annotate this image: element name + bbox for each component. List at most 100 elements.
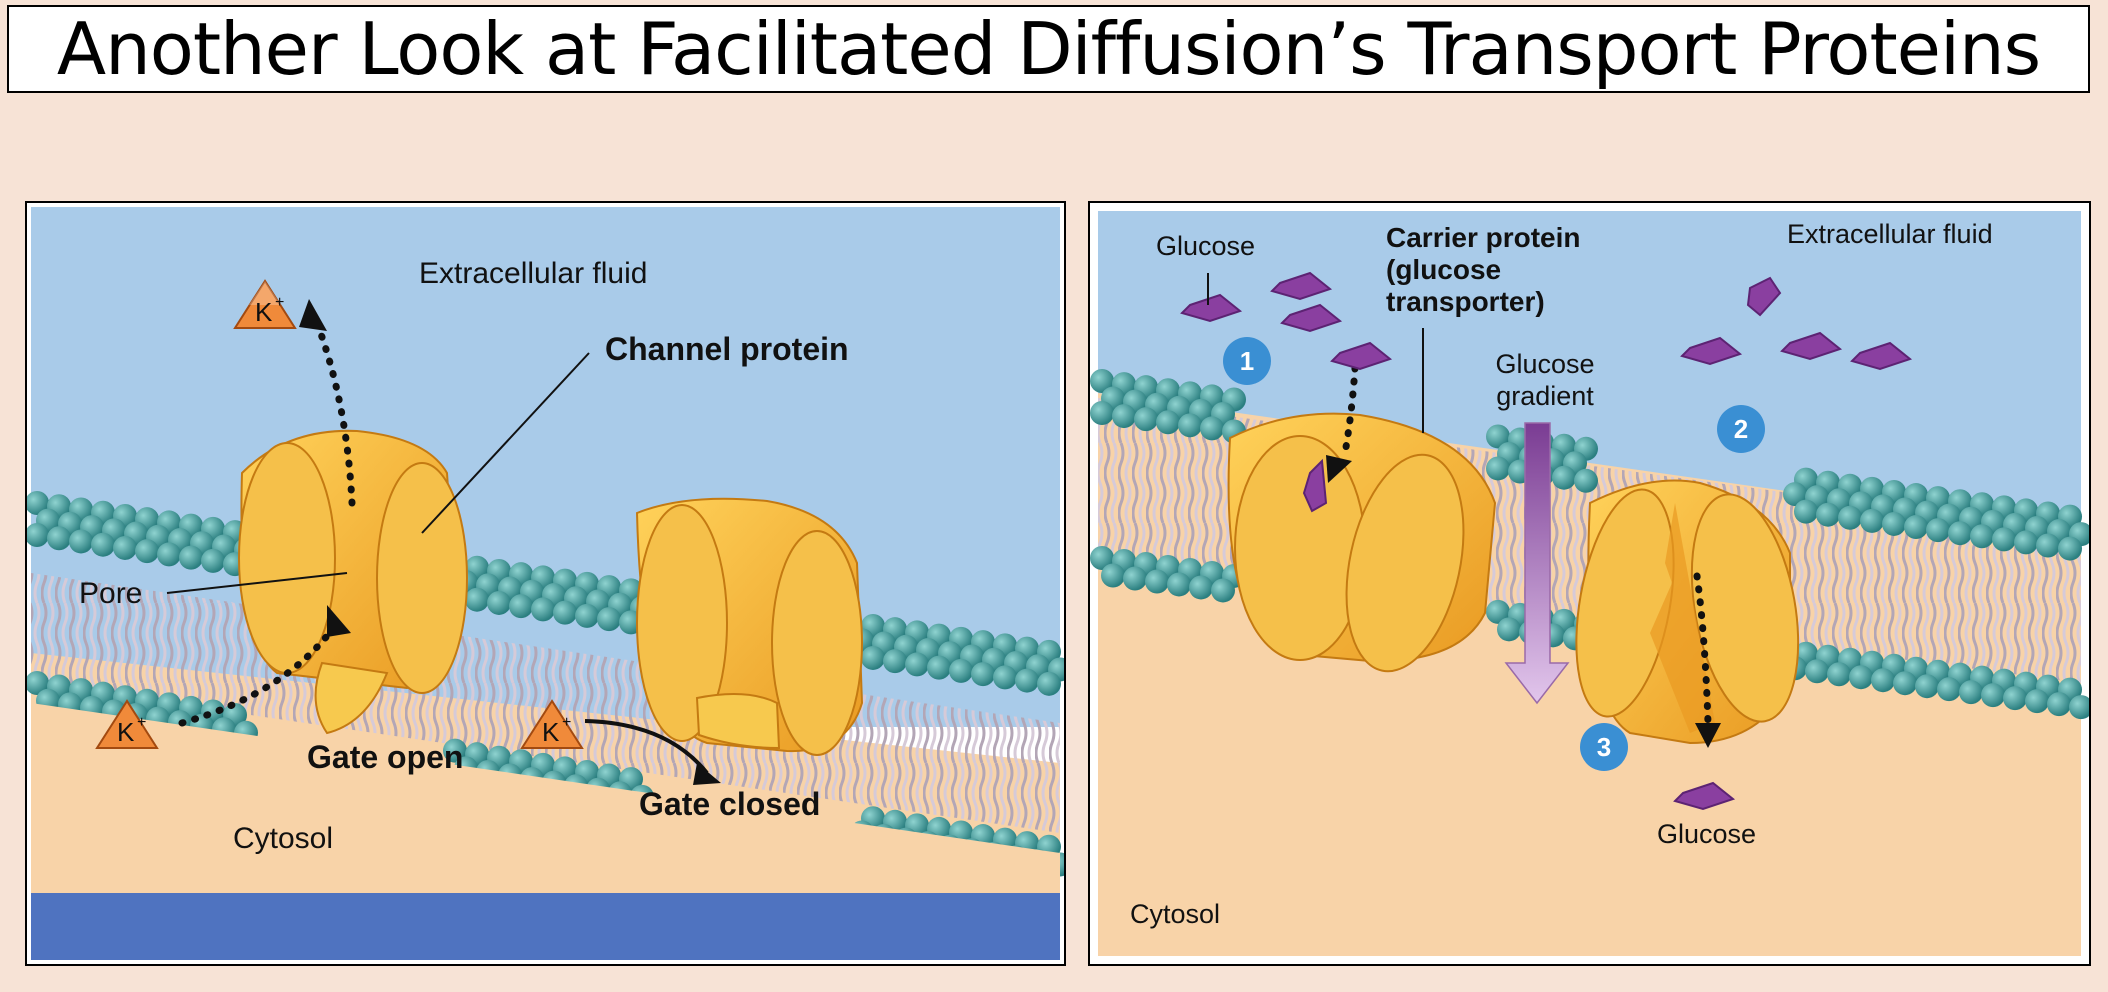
phospholipid-head xyxy=(201,548,225,573)
bottom-bar xyxy=(31,893,1060,960)
phospholipid-head xyxy=(1486,456,1510,481)
phospholipid-head xyxy=(1211,578,1235,603)
phospholipid-head xyxy=(1037,671,1061,696)
glucose-molecule xyxy=(1850,341,1913,371)
phospholipid-head xyxy=(1915,674,1939,699)
phospholipid-head xyxy=(993,665,1017,690)
phospholipid-head xyxy=(1959,680,1983,705)
phospholipid-head xyxy=(575,603,599,628)
glucose-molecule xyxy=(1270,271,1333,301)
channel-protein-open xyxy=(238,429,468,735)
gate-closed-label: Gate closed xyxy=(639,786,820,822)
phospholipid-head xyxy=(1486,424,1510,449)
carrier-protein-label-line3: transporter) xyxy=(1386,286,1545,317)
ion-path-in xyxy=(178,619,341,727)
phospholipid-head xyxy=(1178,413,1202,438)
phospholipid-head xyxy=(1189,575,1213,600)
phospholipid-head xyxy=(1904,515,1928,540)
phospholipid-head xyxy=(91,532,115,557)
glucose-molecule xyxy=(1180,293,1243,323)
pore-label: Pore xyxy=(79,577,142,610)
membrane-bottom-heads xyxy=(1090,546,2093,720)
phospholipid-head xyxy=(531,597,555,622)
phospholipid-head xyxy=(883,649,907,674)
phospholipid-head xyxy=(443,738,467,763)
phospholipid-head xyxy=(1486,599,1510,624)
phospholipid-head xyxy=(1871,668,1895,693)
phospholipid-head xyxy=(1948,521,1972,546)
k-ion-gate-closed: K + xyxy=(520,699,584,749)
phospholipid-head xyxy=(1552,465,1576,490)
phospholipid-head xyxy=(1574,468,1598,493)
svg-text:1: 1 xyxy=(1240,346,1254,376)
cytosol-label: Cytosol xyxy=(1130,899,1220,929)
phospholipid-head xyxy=(1112,404,1136,429)
phospholipid-head xyxy=(69,529,93,554)
phospholipid-head xyxy=(2069,695,2093,720)
phospholipid-head xyxy=(25,523,49,547)
phospholipid-head xyxy=(861,645,885,670)
glucose-molecule xyxy=(1780,331,1843,361)
svg-text:+: + xyxy=(137,714,146,731)
glucose-gradient-label-line1: Glucose xyxy=(1495,349,1594,379)
carrier-protein-label-line2: (glucose xyxy=(1386,254,1501,285)
carrier-protein-panel: 1 2 3 Glucose Carrier protein (glucose t… xyxy=(1088,201,2093,966)
slide-title: Another Look at Facilitated Diffusion’s … xyxy=(56,7,2041,91)
phospholipid-head xyxy=(1937,677,1961,702)
gate-closed-arrow xyxy=(584,719,709,775)
arrowhead-icon xyxy=(1326,455,1352,483)
glucose-entry-path xyxy=(1341,364,1359,457)
gate-open-label: Gate open xyxy=(307,739,463,775)
svg-text:+: + xyxy=(275,294,284,311)
phospholipid-head xyxy=(1090,401,1114,425)
glucose-gradient-label-line2: gradient xyxy=(1496,381,1594,411)
phospholipid-head xyxy=(1893,671,1917,696)
channel-protein-diagram: K + K + K + Extracellular fluid Channel … xyxy=(25,207,1072,960)
extracellular-label: Extracellular fluid xyxy=(1787,219,1993,249)
phospholipid-head xyxy=(597,607,621,632)
pore-leader xyxy=(166,572,348,594)
phospholipid-head xyxy=(1090,546,1114,570)
gate-open-flap xyxy=(314,661,389,735)
phospholipid-head xyxy=(113,535,137,560)
phospholipid-head xyxy=(1497,617,1521,642)
phospholipid-head xyxy=(1134,407,1158,432)
glucose-molecule xyxy=(1280,303,1343,333)
phospholipid-head xyxy=(1167,572,1191,597)
channel-protein-panel: K + K + K + Extracellular fluid Channel … xyxy=(25,201,1072,966)
phospholipid-head xyxy=(1992,527,2016,552)
phospholipid-head xyxy=(1970,524,1994,549)
phospholipid-head xyxy=(1860,508,1884,533)
phospholipid-head xyxy=(1200,416,1224,441)
phospholipid-head xyxy=(971,662,995,687)
phospholipid-head xyxy=(25,491,49,515)
phospholipid-head xyxy=(1838,505,1862,530)
phospholipid-head xyxy=(2003,686,2027,711)
glucose-molecule xyxy=(1746,276,1782,317)
carrier-protein-inward xyxy=(1575,479,1800,745)
arrowhead-icon xyxy=(1695,723,1721,748)
phospholipid-head xyxy=(1849,665,1873,690)
phospholipid-head xyxy=(1805,659,1829,684)
arrowhead-icon xyxy=(299,299,327,331)
phospholipid-head xyxy=(949,658,973,683)
phospholipid-head xyxy=(905,652,929,677)
step-badge-1: 1 xyxy=(1223,337,1271,385)
glucose-gradient-arrow xyxy=(1504,422,1570,705)
glucose-top-label: Glucose xyxy=(1156,231,1255,261)
arrowhead-icon xyxy=(327,605,351,637)
phospholipid-head xyxy=(2014,530,2038,555)
channel-protein-leader xyxy=(421,352,590,534)
phospholipid-head xyxy=(509,594,533,619)
phospholipid-head xyxy=(1090,369,1114,393)
ion-path-out xyxy=(313,319,356,507)
phospholipid-head xyxy=(179,545,203,570)
glucose-bottom-label: Glucose xyxy=(1657,819,1756,849)
step-badge-2: 2 xyxy=(1717,405,1765,453)
phospholipid-head xyxy=(487,590,511,615)
channel-protein-label: Channel protein xyxy=(605,331,849,367)
phospholipid-head xyxy=(1783,482,1807,507)
channel-protein-closed xyxy=(635,497,864,756)
glucose-molecule xyxy=(1330,341,1393,371)
svg-text:3: 3 xyxy=(1597,732,1611,762)
